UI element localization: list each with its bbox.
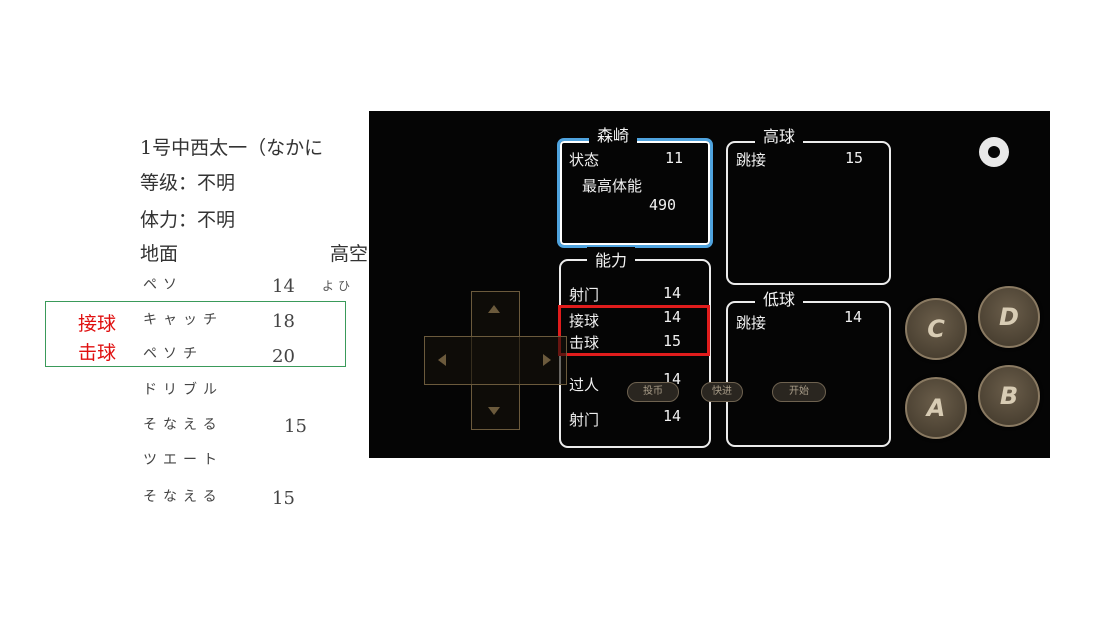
kana-row: そなえる <box>143 417 223 433</box>
game-screen: 森崎 状态 11 最高体能 490 能力 射门 14 接球 14 击球 15 过… <box>369 111 1050 458</box>
kana-row: ツエート <box>143 452 223 468</box>
low-ball-value: 14 <box>844 308 863 326</box>
high-ball-title: 高球 <box>755 123 804 147</box>
ability-label: 射门 <box>569 411 600 429</box>
start-button[interactable]: 开始 <box>772 382 826 402</box>
side-kana: よひ <box>322 279 355 293</box>
kana-row: ペソチ <box>143 346 203 362</box>
kana-row: キャッチ <box>143 312 223 328</box>
kana-row-value: 18 <box>272 311 295 332</box>
b-button[interactable]: B <box>978 365 1040 427</box>
kana-row: ペソ <box>143 277 183 293</box>
max-hp-value: 490 <box>649 196 677 214</box>
kana-row-value: 14 <box>272 276 295 297</box>
d-button[interactable]: D <box>978 286 1040 348</box>
c-button[interactable]: C <box>905 298 967 360</box>
dpad-left-icon[interactable] <box>438 354 446 366</box>
coin-button[interactable]: 投币 <box>627 382 679 402</box>
ability-value: 14 <box>663 407 682 425</box>
ability-title: 能力 <box>587 247 636 271</box>
a-button[interactable]: A <box>905 377 967 439</box>
highlight-box <box>558 305 710 356</box>
high-ball-label: 跳接 <box>736 151 767 169</box>
ability-label: 射门 <box>569 286 600 304</box>
kana-row-value: 20 <box>272 346 295 367</box>
high-ball-value: 15 <box>845 149 864 167</box>
low-ball-label: 跳接 <box>736 314 767 332</box>
low-ball-title: 低球 <box>755 286 804 310</box>
low-ball-panel <box>726 301 891 447</box>
gear-icon[interactable] <box>979 137 1009 167</box>
ability-label: 过人 <box>569 376 600 394</box>
status-label: 状态 <box>569 151 600 169</box>
kana-row: そなえる <box>143 489 223 505</box>
dpad-right-icon[interactable] <box>543 354 551 366</box>
ability-label: 接球 <box>569 312 600 330</box>
kana-row-value: 15 <box>284 416 307 437</box>
ability-value: 14 <box>663 308 682 326</box>
ability-value: 15 <box>663 332 682 350</box>
status-value: 11 <box>665 149 684 167</box>
ability-value: 14 <box>663 284 682 302</box>
high-label: 高空 <box>330 243 369 265</box>
annotation-box <box>45 301 346 367</box>
kana-row-value: 15 <box>272 488 295 509</box>
annotation-hit: 击球 <box>78 342 117 364</box>
fast-forward-button[interactable]: 快进 <box>701 382 743 402</box>
stamina-line: 体力：不明 <box>140 209 236 231</box>
dpad-up-icon[interactable] <box>488 305 500 313</box>
player-heading: 1号中西太一（なかに <box>140 137 324 159</box>
high-ball-panel <box>726 141 891 285</box>
kana-row: ドリブル <box>143 382 223 398</box>
ability-label: 击球 <box>569 334 600 352</box>
ground-label: 地面 <box>140 243 179 265</box>
grade-line: 等级：不明 <box>140 172 236 194</box>
annotation-catch: 接球 <box>78 313 117 335</box>
max-hp-label: 最高体能 <box>582 177 643 195</box>
player-name: 森崎 <box>589 122 638 146</box>
dpad-down-icon[interactable] <box>488 407 500 415</box>
